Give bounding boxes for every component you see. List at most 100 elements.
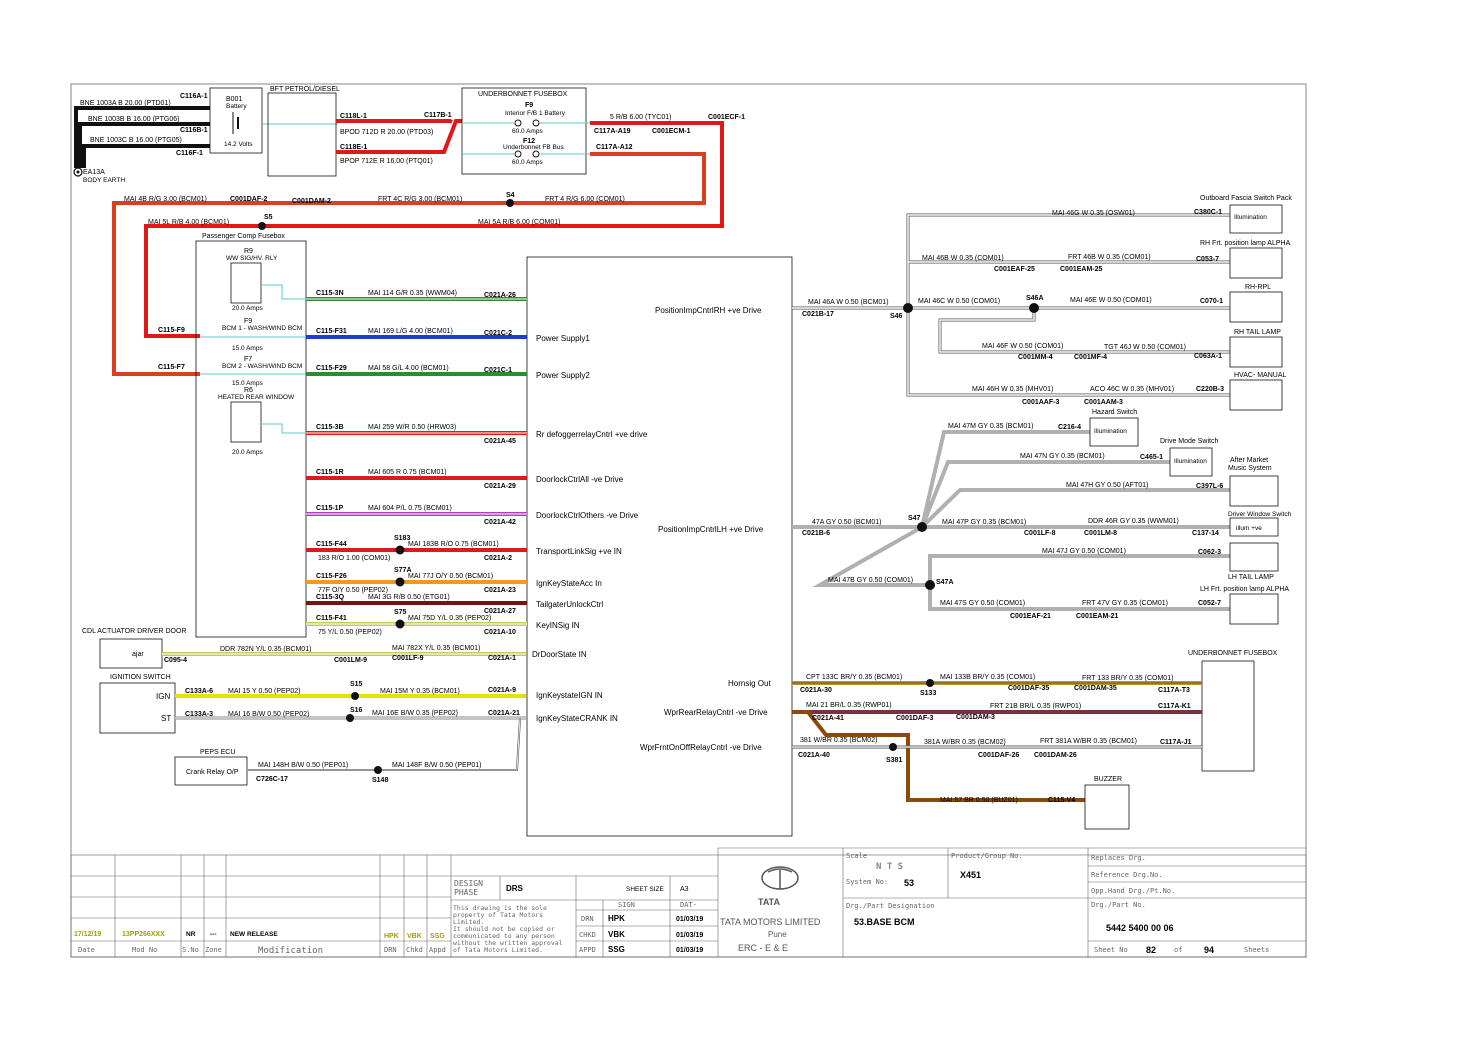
tb-sole2: property of Tata Motors [453,911,543,919]
left-wire-label: MAI 3G R/B 0.50 (ETG01) [368,594,450,601]
c115f9-label: C115-F9 [158,327,185,334]
battery-title: B001 [226,96,242,103]
s4-label: S4 [506,192,515,199]
c133a3-label: C133A-3 [185,711,213,718]
bft-red-wire-2 [336,119,462,154]
lh-c397: C397L-6 [1196,483,1223,490]
bcm-pin-label: Power Supply1 [536,334,590,343]
c133a6-label: C133A-6 [185,688,213,695]
c117a12-label: C117A-A12 [596,144,633,151]
cdl-box [99,638,163,669]
lh-c062: C062-3 [1198,549,1221,556]
c001ecm-label: C001ECM-1 [652,128,691,135]
rh-hvac: HVAC- MANUAL [1234,372,1286,379]
rh-c001mf4: C001MF-4 [1074,354,1107,361]
tb-sheetsize: SHEET SIZE [626,886,664,893]
earth-sublabel: BODY EARTH [83,177,125,184]
horn-w133c: CPT 133C BR/Y 0.35 (BCM01) [806,674,902,681]
tb-sole7: of Tata Motors Limited. [453,946,543,954]
lh-s47a: S47A [936,579,954,586]
f9-sub: Interior F/B 1 Battery [505,110,566,117]
lh-c137: C137-14 [1192,530,1219,537]
left-connector-2: C021C-1 [484,367,512,374]
f9-fuse-l [514,119,522,127]
rh-w46b: MAI 46B W 0.35 (COM01) [922,255,1004,262]
tb-pgval: X451 [960,870,981,880]
peps-relay: Crank Relay O/P [186,769,239,776]
ign-c1-label: C021A-9 [488,687,516,694]
lh-after: After Market [1230,457,1268,464]
tb-drgnoval: 5442 5400 00 06 [1106,923,1174,933]
earth-wire-2 [78,122,210,168]
left-wire-label-2: 183 R/O 1.00 (COM01) [318,555,390,562]
tb-drn1: HPK [384,933,399,940]
bft-wire-label-1: BPOD 712D R 20.00 (PTD03) [340,129,433,136]
tb-drgpart: Drg./Part Designation [846,902,935,910]
tb-drgval: 53.BASE BCM [854,917,915,927]
lh-c001eaf21: C001EAF-21 [1010,613,1051,620]
ign-ign: IGN [156,692,170,701]
horn-c001daf3: C001DAF-3 [896,715,933,722]
f12-sub: Underbonnet FB Bus [503,144,564,151]
tb-h-zone: Zone [205,946,222,954]
left-wire-label: MAI 114 G/R 0.35 (WWM04) [368,290,457,297]
s381-splice [889,743,897,751]
s15-label: S15 [350,681,363,688]
horn-w381: 381 W/BR 0.35 (BCM02) [800,737,877,744]
s5-splice [258,222,266,230]
battery-wire-label-1: BNE 1003A B 20.00 (PTD01) [80,100,171,107]
f12-label: F12 [523,138,535,145]
f9-amp: 60.0 Amps [512,128,543,135]
s15-splice [351,692,359,700]
r9-label: R9 [244,248,253,255]
left-splice-label: S75 [394,609,407,616]
rh-c070: C070-1 [1200,298,1223,305]
battery-volts: 14.2 Volts [224,141,253,148]
lh-c001lf8: C001LF-8 [1024,530,1056,537]
rh-w46f: MAI 46F W 0.50 (COM01) [982,343,1063,350]
ub-wire-label: 5 R/B 6.00 (TYC01) [610,114,671,121]
tb-chk1: VBK [407,933,422,940]
r6-amp: 20.0 Amps [232,449,263,456]
left-wire-label: MAI 75D Y/L 0.35 (PEP02) [408,615,491,622]
left-wire-label: MAI 58 G/L 4.00 (BCM01) [368,365,449,372]
tb-sysno: System No: [846,878,888,886]
horn-c021a41: C021A-41 [812,715,844,722]
top-wire-label-3: FRT 4 R/G 6.00 (COM01) [545,196,625,203]
bcm-pin-label: DoorlockCtrlOthers -ve Drive [536,511,639,520]
rhfrt-box [1229,247,1283,279]
left-wire-label-2: 77F O/Y 0.50 (PEP02) [318,587,388,594]
left-connector-1: C115-1P [316,505,344,512]
drive-box [1169,447,1213,477]
peps-section: PEPS ECU Crank Relay O/P C726C-17 MAI 14… [174,717,521,786]
left-connector-2: C021A-10 [484,629,516,636]
dws-box [1229,517,1279,537]
earth-wire-1 [74,106,210,168]
tb-sysval: 53 [904,878,914,888]
left-connector-1: C115-F29 [316,365,347,372]
horn-c117k1: C117A-K1 [1158,703,1191,710]
lh-c021b6: C021B-6 [802,530,830,537]
cdl-wire-label-2: MAI 782X Y/L 0.35 (BCM01) [392,645,480,652]
earth-wire-3 [82,144,210,168]
c116b-label: C116B-1 [180,127,208,134]
left-wire-label: MAI 604 P/L 0.75 (BCM01) [368,505,452,512]
battery-section: EA13A BODY EARTH BNE 1003A B 20.00 (PTD0… [73,87,338,184]
rh-c021b17: C021B-17 [802,311,834,318]
lh-c216: C216-4 [1058,424,1081,431]
earth-symbol [73,167,83,177]
ign-title: IGNITION SWITCH [110,674,171,681]
horn-w381a2: FRT 381A W/BR 0.35 (BCM01) [1040,738,1137,745]
rh-c053: C053-7 [1196,256,1219,263]
ign-st: ST [161,714,171,723]
tb-sno1: NR [186,931,196,938]
tb-s-chk: VBK [608,930,625,939]
rh-w46c2: ACO 46C W 0.35 (MHV01) [1090,386,1174,393]
tb-h-mod: Mod No [132,946,157,954]
s46a-splice [1029,303,1039,313]
tb-sheets: Sheets [1244,946,1269,954]
c001lm9-label: C001LM-9 [334,657,367,664]
cdl-title: CDL ACTUATOR DRIVER DOOR [82,628,187,635]
s148-splice [374,766,382,774]
